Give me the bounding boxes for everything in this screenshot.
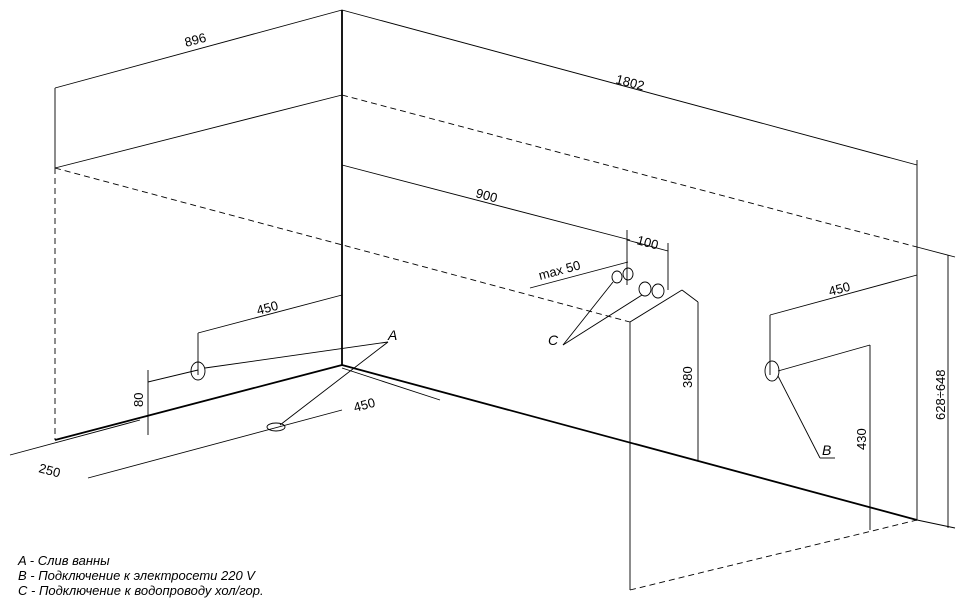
label-c: C (548, 332, 559, 348)
dim-max-50: max 50 (537, 257, 582, 283)
floor-lines (9, 364, 918, 521)
height-dimension (916, 246, 956, 529)
dim-250: 250 (37, 460, 62, 480)
top-dimensions (54, 9, 918, 247)
dim-floor-450: 450 (352, 395, 377, 415)
dim-380: 380 (680, 366, 695, 388)
dim-1802: 1802 (614, 71, 646, 93)
dim-80: 80 (131, 393, 146, 407)
label-b: B (822, 442, 831, 458)
legend-item-b: B - Подключение к электросети 220 V (18, 568, 255, 583)
dim-100: 100 (635, 232, 660, 252)
water-connection (529, 230, 669, 346)
bathtub-outline (54, 94, 918, 591)
legend: A - Слив ванны B - Подключение к электро… (18, 553, 264, 598)
legend-item-a: A - Слив ванны (18, 553, 110, 568)
dim-electric-450: 450 (827, 279, 852, 299)
legend-item-c: C - Подключение к водопроводу хол/гор. (18, 583, 264, 598)
drain-connection (147, 294, 389, 435)
dim-628-648: 628÷648 (933, 369, 948, 420)
dim-896: 896 (183, 30, 208, 50)
dim-900: 900 (474, 185, 499, 205)
label-a: A (387, 327, 397, 343)
dim-430: 430 (854, 428, 869, 450)
dim-drain-450: 450 (255, 298, 280, 318)
electric-connection (764, 274, 918, 530)
